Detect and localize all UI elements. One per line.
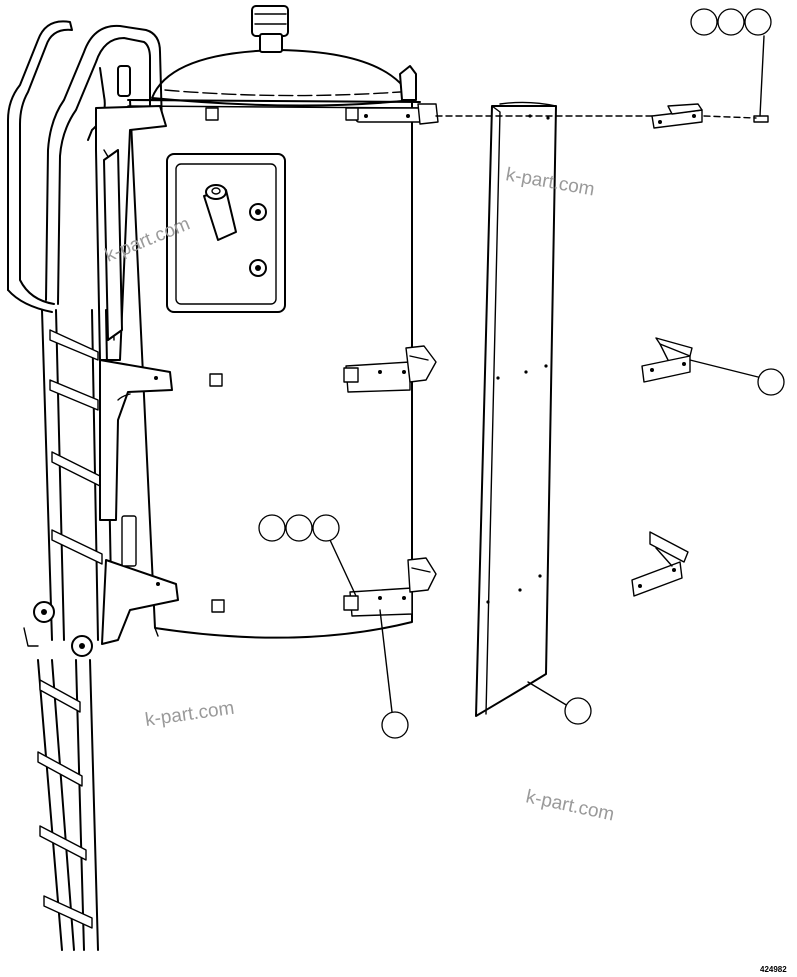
callout-bubble-top-3 [744,8,772,36]
figure-code: 424982 [760,965,787,974]
callout-bubble-panel [564,697,592,725]
loose-brackets [631,103,769,597]
callout-bubble-top-1 [690,8,718,36]
callout-bubble-mid-3 [312,514,340,542]
callout-bubble-top-2 [717,8,745,36]
callout-bubble-band [381,711,409,739]
callout-bubble-mid-2 [285,514,313,542]
tank-assembly [117,5,439,639]
leader-lines [329,35,765,713]
callout-bubble-bracket [757,368,785,396]
ladder-assembly [7,20,179,951]
watermark-text: k-part.com [524,786,616,825]
callout-bubble-mid-1 [258,514,286,542]
side-panel [475,101,557,717]
watermark-text: k-part.com [144,698,236,731]
callout-bubbles [258,8,785,739]
